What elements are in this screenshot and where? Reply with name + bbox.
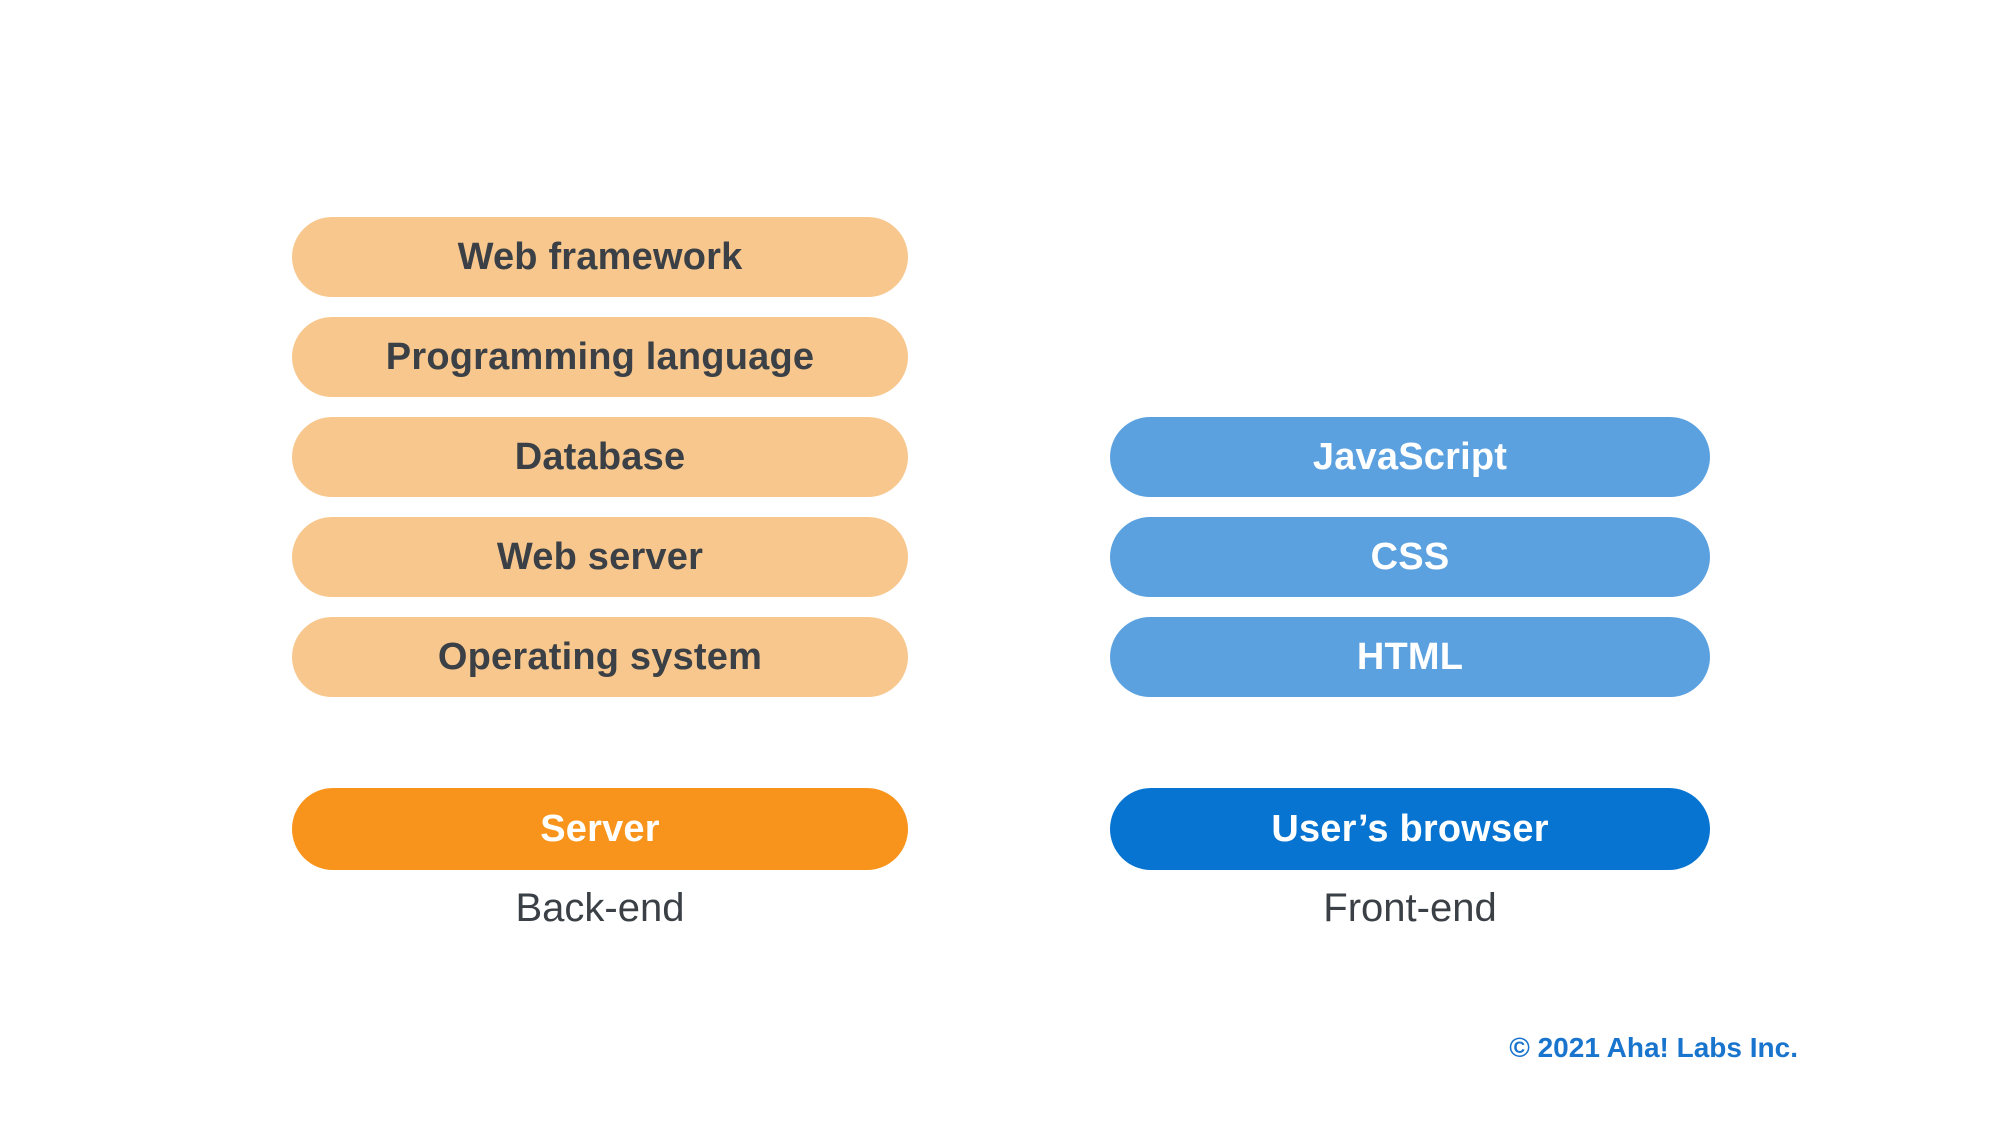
copyright-text: © 2021 Aha! Labs Inc. — [1509, 1032, 1798, 1063]
frontend-base-pill-users-browser: User’s browser — [1110, 788, 1710, 870]
frontend-pill-html: HTML — [1110, 617, 1710, 697]
frontend-pill-javascript: JavaScript — [1110, 417, 1710, 497]
backend-pill-web-server: Web server — [292, 517, 908, 597]
backend-base-pill-server-label: Server — [540, 807, 660, 850]
frontend-pill-css-label: CSS — [1370, 535, 1450, 578]
backend-pill-operating-system: Operating system — [292, 617, 908, 697]
backend-base-pill-server: Server — [292, 788, 908, 870]
backend-pill-web-framework: Web framework — [292, 217, 908, 297]
backend-pill-programming-language: Programming language — [292, 317, 908, 397]
frontend-pill-css: CSS — [1110, 517, 1710, 597]
frontend-column-caption: Front-end — [1323, 886, 1497, 930]
backend-pill-web-framework-label: Web framework — [457, 235, 743, 278]
backend-pill-operating-system-label: Operating system — [437, 635, 763, 678]
frontend-pill-javascript-label: JavaScript — [1312, 435, 1508, 478]
backend-pill-programming-language-label: Programming language — [385, 335, 815, 378]
backend-pill-database: Database — [292, 417, 908, 497]
frontend-base-pill-users-browser-label: User’s browser — [1271, 807, 1549, 850]
backend-pill-web-server-label: Web server — [496, 535, 704, 578]
frontend-pill-html-label: HTML — [1356, 635, 1464, 678]
backend-pill-database-label: Database — [514, 435, 686, 478]
backend-column-caption: Back-end — [515, 886, 685, 930]
